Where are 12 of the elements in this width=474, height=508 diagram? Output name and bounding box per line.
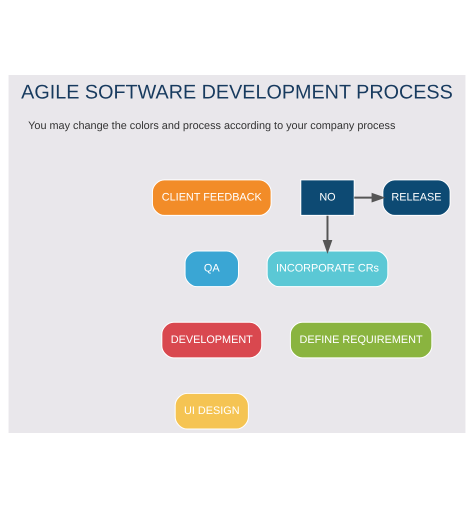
node-box: DEFINE REQUIREMENT <box>290 322 432 358</box>
node-box: QA <box>184 250 239 288</box>
diagram-title: AGILE SOFTWARE DEVELOPMENT PROCESS <box>21 82 453 104</box>
node-box: DEVELOPMENT <box>161 322 262 358</box>
node-box: RELEASE <box>382 179 451 216</box>
node-box: INCORPORATE CRs <box>266 250 388 288</box>
node-box: NO <box>300 179 355 216</box>
arrow <box>354 192 386 202</box>
node-box: CLIENT FEEDBACK <box>152 179 272 216</box>
node-box: UI DESIGN <box>174 392 249 430</box>
label: You may change the colors and process according to your company process <box>28 120 396 132</box>
arrow <box>322 216 332 254</box>
